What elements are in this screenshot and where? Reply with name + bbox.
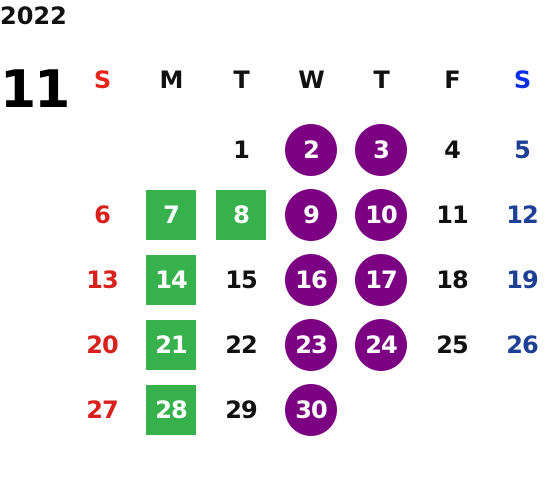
weekday-header: S [93,66,111,94]
calendar-day-number: 16 [295,266,327,294]
calendar-day[interactable]: 21 [141,320,201,370]
calendar-day-number: 1 [233,136,250,164]
weekday-header: F [444,66,460,94]
calendar-day-number: 3 [373,136,390,164]
calendar-day-number: 20 [86,331,118,359]
purple-circle-marker [285,254,337,306]
calendar-day-number: 13 [86,266,118,294]
calendar-day[interactable]: 28 [141,385,201,435]
calendar-day[interactable]: 4 [422,125,482,175]
calendar-day-number: 4 [444,136,461,164]
calendar-day[interactable]: 16 [281,254,341,306]
calendar-day-number: 30 [295,396,327,424]
calendar-day[interactable]: 27 [72,385,132,435]
calendar-day-number: 27 [86,396,118,424]
calendar-day-number: 15 [225,266,257,294]
calendar-day-number: 23 [295,331,327,359]
purple-circle-marker [355,124,407,176]
purple-circle-marker [285,384,337,436]
purple-circle-marker [355,189,407,241]
calendar-day[interactable]: 8 [211,190,271,240]
calendar-day[interactable]: 2 [281,124,341,176]
calendar-day-number: 9 [303,201,320,229]
calendar-day[interactable]: 19 [492,255,548,305]
calendar-day-number: 6 [94,201,111,229]
purple-circle-marker [355,319,407,371]
calendar-day-number: 2 [303,136,320,164]
calendar-day-number: 29 [225,396,257,424]
calendar-day[interactable]: 6 [72,190,132,240]
weekday-header: M [159,66,184,94]
green-square-marker [146,385,196,435]
calendar-day[interactable]: 25 [422,320,482,370]
calendar-day-number: 25 [436,331,468,359]
calendar-year: 2022 [0,2,67,30]
calendar-day[interactable]: 11 [422,190,482,240]
calendar-day-number: 8 [233,201,250,229]
green-square-marker [146,320,196,370]
calendar-day[interactable]: 23 [281,319,341,371]
calendar-day[interactable]: 13 [72,255,132,305]
calendar-day[interactable]: 1 [211,125,271,175]
calendar-day[interactable]: 10 [351,189,411,241]
weekday-header: T [373,66,389,94]
green-square-marker [216,190,266,240]
calendar-day[interactable]: 24 [351,319,411,371]
weekday-header: T [233,66,249,94]
green-square-marker [146,190,196,240]
calendar-day[interactable]: 5 [492,125,548,175]
calendar-day[interactable]: 30 [281,384,341,436]
calendar-day-number: 22 [225,331,257,359]
calendar-day[interactable]: 26 [492,320,548,370]
calendar-day[interactable]: 12 [492,190,548,240]
calendar-day[interactable]: 17 [351,254,411,306]
calendar-day-number: 5 [514,136,531,164]
calendar-day-number: 24 [365,331,397,359]
calendar-day[interactable]: 22 [211,320,271,370]
calendar-day-number: 7 [163,201,180,229]
calendar-day[interactable]: 9 [281,189,341,241]
calendar-day-number: 17 [365,266,397,294]
weekday-header: S [513,66,531,94]
calendar-day[interactable]: 15 [211,255,271,305]
calendar-month: 11 [0,60,70,120]
calendar-day[interactable]: 18 [422,255,482,305]
purple-circle-marker [355,254,407,306]
calendar-day[interactable]: 29 [211,385,271,435]
purple-circle-marker [285,124,337,176]
calendar-day-number: 28 [155,396,187,424]
calendar-day[interactable]: 20 [72,320,132,370]
calendar-day-number: 14 [155,266,187,294]
calendar-day-number: 26 [506,331,538,359]
calendar-day-number: 10 [365,201,397,229]
green-square-marker [146,255,196,305]
purple-circle-marker [285,189,337,241]
calendar-day-number: 18 [436,266,468,294]
purple-circle-marker [285,319,337,371]
calendar-day[interactable]: 3 [351,124,411,176]
calendar-day-number: 21 [155,331,187,359]
calendar-day[interactable]: 14 [141,255,201,305]
calendar-day[interactable]: 7 [141,190,201,240]
calendar-day-number: 12 [506,201,538,229]
calendar-day-number: 11 [436,201,468,229]
weekday-header: W [298,66,324,94]
calendar-day-number: 19 [506,266,538,294]
